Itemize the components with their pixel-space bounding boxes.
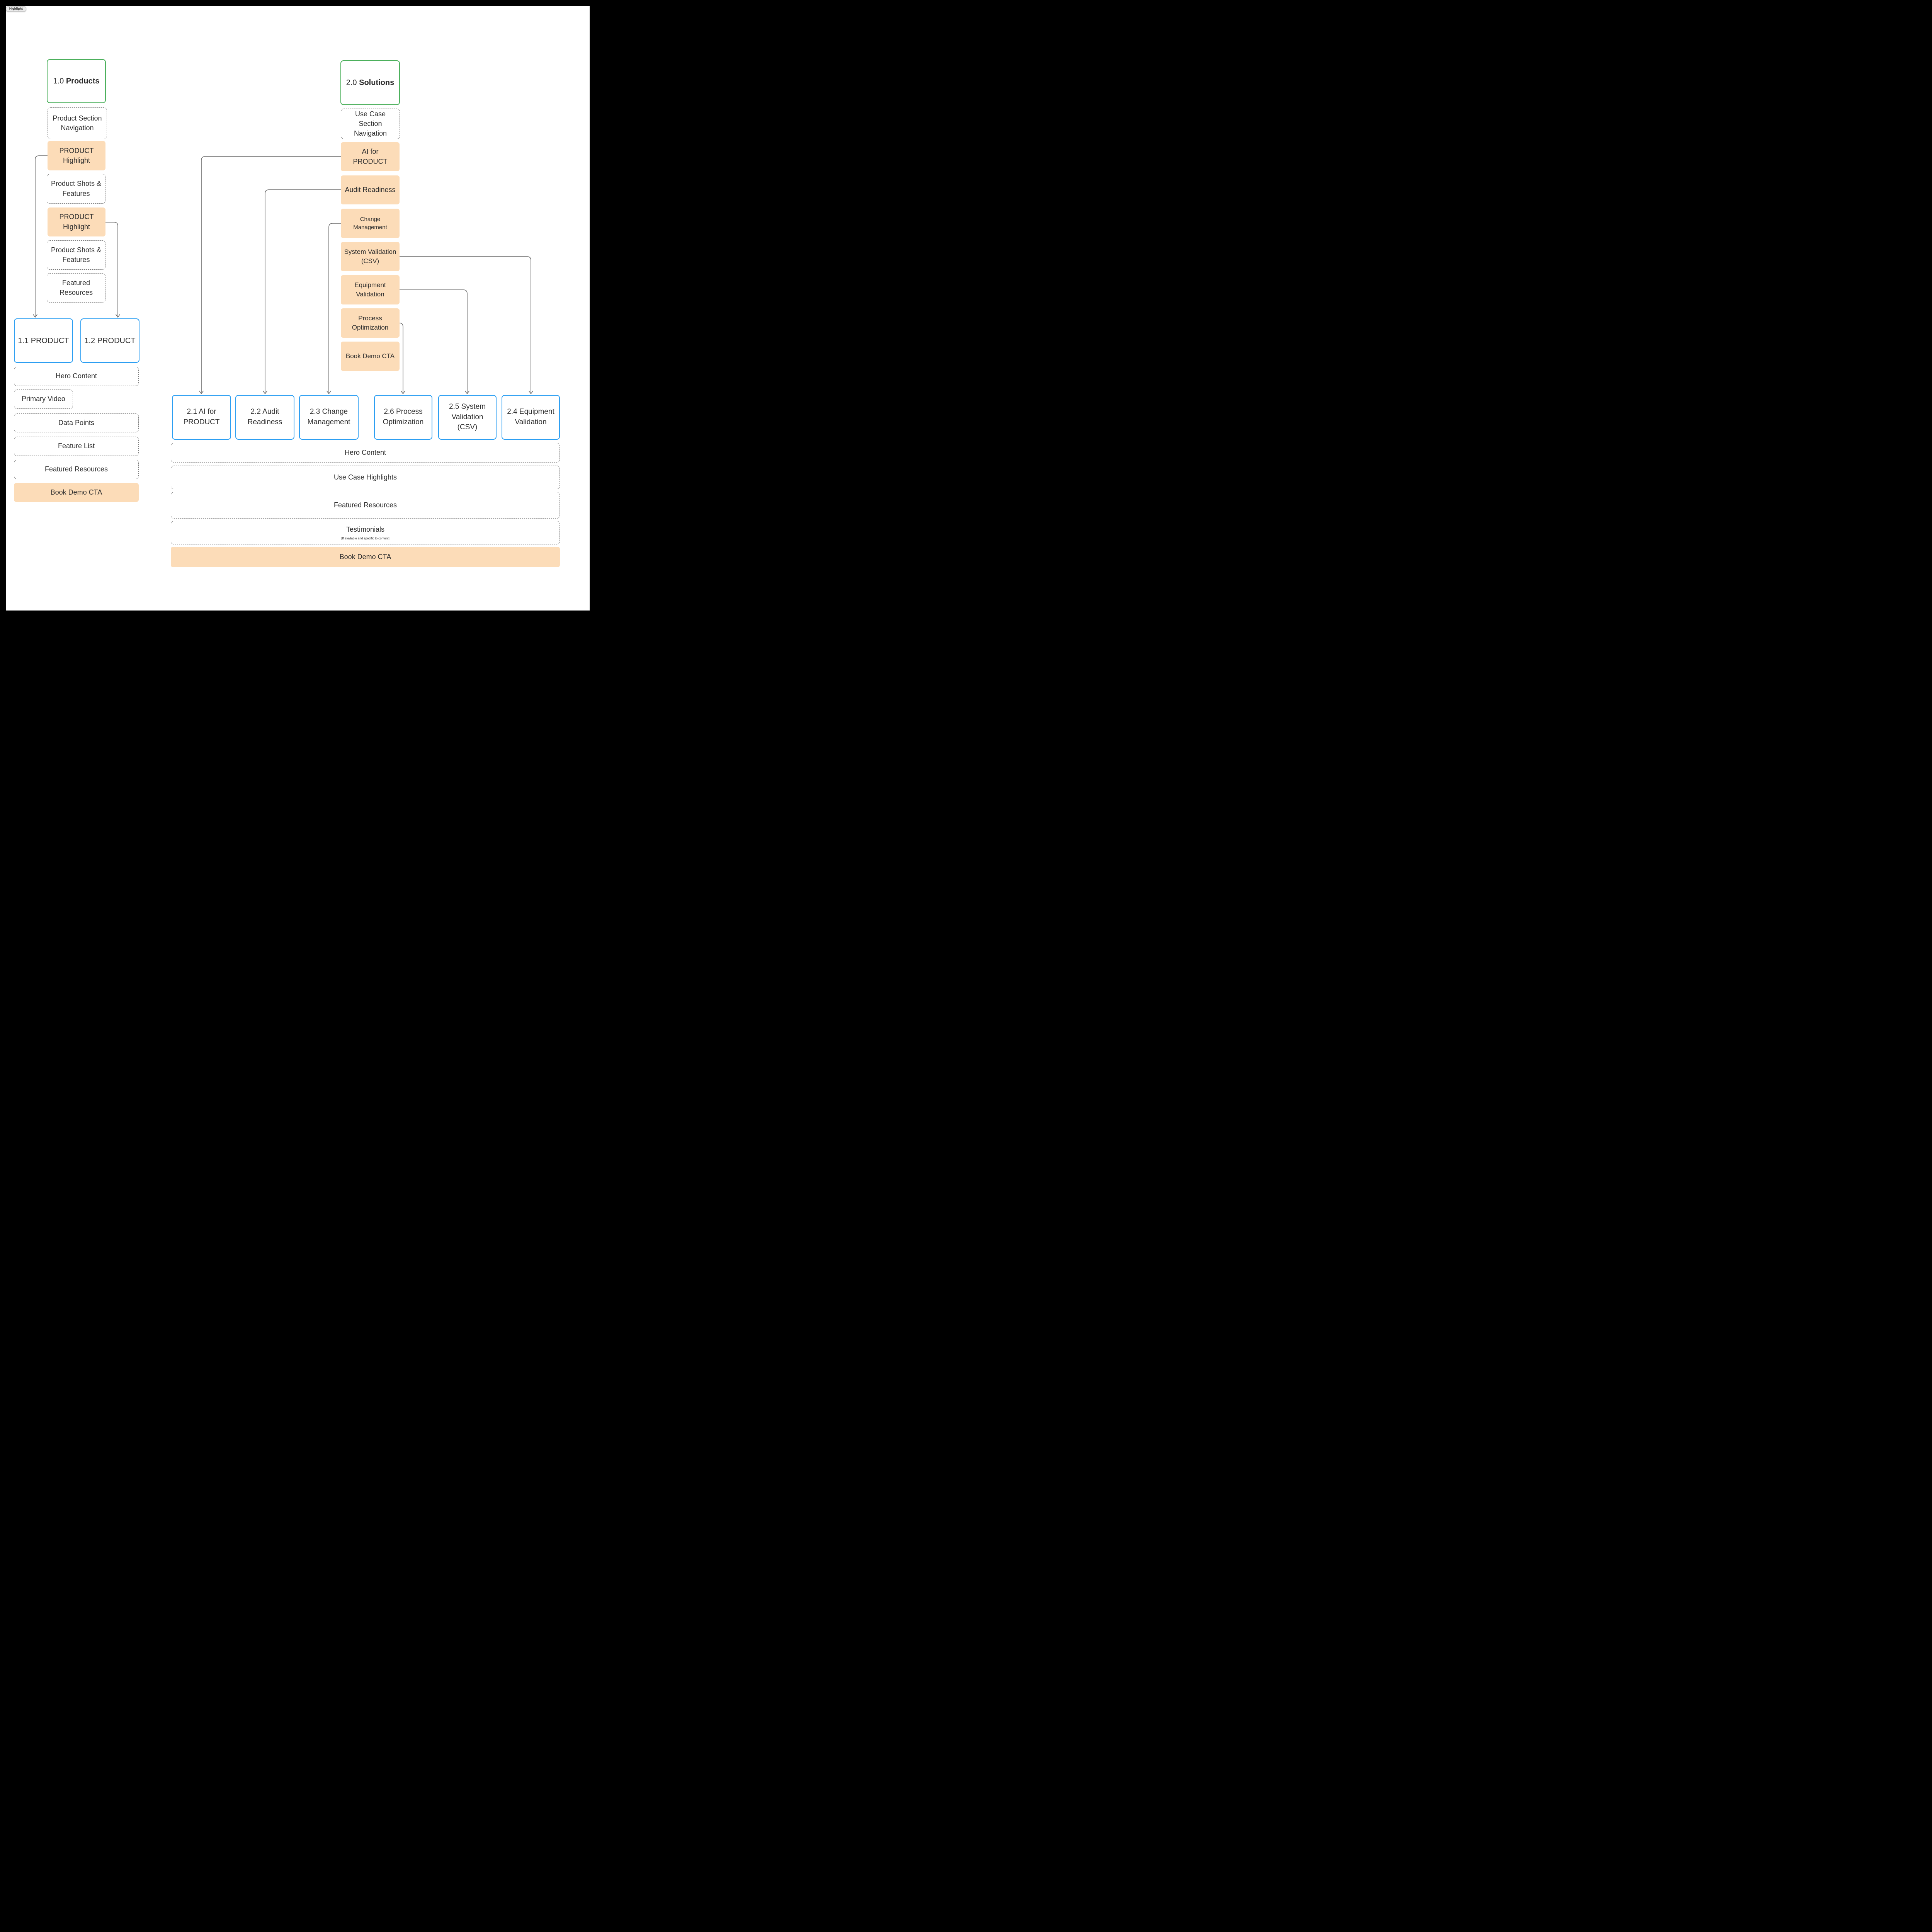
node-page-2-6-process-optimization[interactable]: 2.6 Process Optimization	[374, 395, 432, 440]
arrowhead-1.2	[116, 314, 120, 318]
node-product-shots-features-2[interactable]: Product Shots & Features	[47, 240, 105, 270]
node-product-shots-features-1[interactable]: Product Shots & Features	[47, 174, 105, 204]
node-page-1-1-product[interactable]: 1.1 PRODUCT	[14, 318, 73, 363]
node-label: AI for PRODUCT	[353, 148, 388, 165]
node-primary-video[interactable]: Primary Video	[14, 389, 73, 409]
sitemap-diagram: Highlight 1.0 Products Product Section N…	[0, 0, 595, 617]
node-label: 2.4 Equipment Validation	[507, 408, 554, 426]
node-label: Book Demo CTA	[50, 488, 102, 496]
highlight-badge: Highlight	[6, 6, 26, 12]
node-data-points[interactable]: Data Points	[14, 413, 139, 432]
node-label: PRODUCT Highlight	[59, 146, 94, 164]
connector-lines	[33, 155, 533, 394]
node-label: 2.0 Solutions	[346, 78, 395, 87]
node-solutions-root[interactable]: 2.0 Solutions	[340, 60, 400, 105]
testimonials-note: [If available and specific to content]	[341, 536, 389, 540]
node-page-2-2-audit-readiness[interactable]: 2.2 Audit Readiness	[235, 395, 294, 440]
node-label: Product Shots & Features	[51, 180, 102, 197]
node-label: 1.0 Products	[53, 77, 100, 85]
node-nav-equipment-validation[interactable]: Equipment Validation	[341, 275, 400, 304]
node-product-highlight-1[interactable]: PRODUCT Highlight	[48, 141, 105, 170]
node-label: 2.2 Audit Readiness	[247, 408, 282, 426]
node-featured-resources-nav[interactable]: Featured Resources	[47, 273, 105, 303]
node-label: Equipment Validation	[354, 281, 386, 298]
arrowhead-2.3	[327, 391, 331, 394]
connector-systemvalidation-to-2.4	[399, 256, 531, 393]
connector-highlight1-to-1.1	[35, 155, 48, 316]
node-label: Featured Resources	[44, 465, 108, 473]
connector-audit-to-2.2	[265, 189, 341, 393]
node-book-demo-cta-right[interactable]: Book Demo CTA	[171, 547, 560, 567]
node-label: 2.6 Process Optimization	[383, 408, 424, 426]
node-products-root[interactable]: 1.0 Products	[47, 59, 106, 103]
connector-equipmentvalidation-to-2.5	[399, 289, 468, 393]
node-use-case-section-navigation[interactable]: Use Case Section Navigation	[341, 109, 400, 139]
node-label: Hero Content	[344, 448, 386, 456]
node-label: Data Points	[58, 418, 95, 427]
node-label: Book Demo CTA	[345, 352, 395, 360]
arrowhead-2.1	[199, 391, 204, 394]
node-label: Change Management	[353, 216, 387, 231]
node-label: Primary Video	[22, 395, 65, 403]
arrowhead-2.4	[529, 391, 533, 394]
node-page-2-3-change-management[interactable]: 2.3 Change Management	[299, 395, 359, 440]
node-hero-content-right[interactable]: Hero Content	[171, 443, 560, 463]
node-nav-book-demo-cta[interactable]: Book Demo CTA	[341, 342, 400, 371]
node-product-section-navigation[interactable]: Product Section Navigation	[48, 107, 107, 139]
node-page-2-5-system-validation[interactable]: 2.5 System Validation (CSV)	[438, 395, 497, 440]
arrowhead-1.1	[33, 314, 37, 318]
node-label: System Validation (CSV)	[344, 248, 396, 265]
node-nav-audit-readiness[interactable]: Audit Readiness	[341, 175, 400, 204]
node-nav-ai-for-product[interactable]: AI for PRODUCT	[341, 142, 400, 171]
arrowhead-2.2	[263, 391, 267, 394]
node-label: Use Case Section Navigation	[354, 110, 387, 138]
node-label: 1.2 PRODUCT	[84, 336, 136, 345]
node-label: 2.3 Change Management	[307, 408, 350, 426]
connector-highlight2-to-1.2	[105, 222, 118, 316]
node-label: Feature List	[58, 442, 95, 450]
node-page-2-4-equipment-validation[interactable]: 2.4 Equipment Validation	[502, 395, 560, 440]
node-book-demo-cta-left[interactable]: Book Demo CTA	[14, 483, 139, 502]
node-label: 1.1 PRODUCT	[18, 336, 69, 345]
node-label: Use Case Highlights	[333, 473, 397, 481]
node-label: Book Demo CTA	[339, 553, 391, 561]
node-product-highlight-2[interactable]: PRODUCT Highlight	[48, 207, 105, 236]
node-label: 2.5 System Validation (CSV)	[449, 403, 486, 432]
node-testimonials[interactable]: Testimonials [If available and specific …	[171, 521, 560, 544]
node-page-2-1-ai-for-product[interactable]: 2.1 AI for PRODUCT	[172, 395, 231, 440]
node-use-case-highlights[interactable]: Use Case Highlights	[171, 466, 560, 489]
node-page-1-2-product[interactable]: 1.2 PRODUCT	[80, 318, 139, 363]
node-label: Product Shots & Features	[51, 246, 102, 264]
node-nav-process-optimization[interactable]: Process Optimization	[341, 308, 400, 338]
node-featured-resources-right[interactable]: Featured Resources	[171, 492, 560, 519]
node-hero-content-left[interactable]: Hero Content	[14, 367, 139, 386]
node-label: 2.1 AI for PRODUCT	[183, 408, 220, 426]
node-nav-system-validation[interactable]: System Validation (CSV)	[341, 242, 400, 271]
node-label: Hero Content	[55, 372, 97, 380]
node-nav-change-management[interactable]: Change Management	[341, 209, 400, 238]
connector-change-to-2.3	[328, 223, 341, 393]
node-label: Product Section Navigation	[53, 114, 102, 132]
node-featured-resources-left[interactable]: Featured Resources	[14, 460, 139, 479]
node-label: PRODUCT Highlight	[59, 213, 94, 231]
arrowhead-2.5	[465, 391, 469, 394]
node-label: Process Optimization	[352, 315, 389, 331]
connector-processoptimization-to-2.6	[399, 323, 403, 393]
node-label: Audit Readiness	[345, 185, 396, 194]
node-label: Featured Resources	[333, 501, 397, 509]
node-label: Featured Resources	[59, 279, 93, 296]
connector-ai-to-2.1	[201, 156, 341, 393]
node-feature-list[interactable]: Feature List	[14, 437, 139, 456]
arrowhead-2.6	[401, 391, 405, 394]
node-label: Testimonials	[346, 526, 385, 534]
